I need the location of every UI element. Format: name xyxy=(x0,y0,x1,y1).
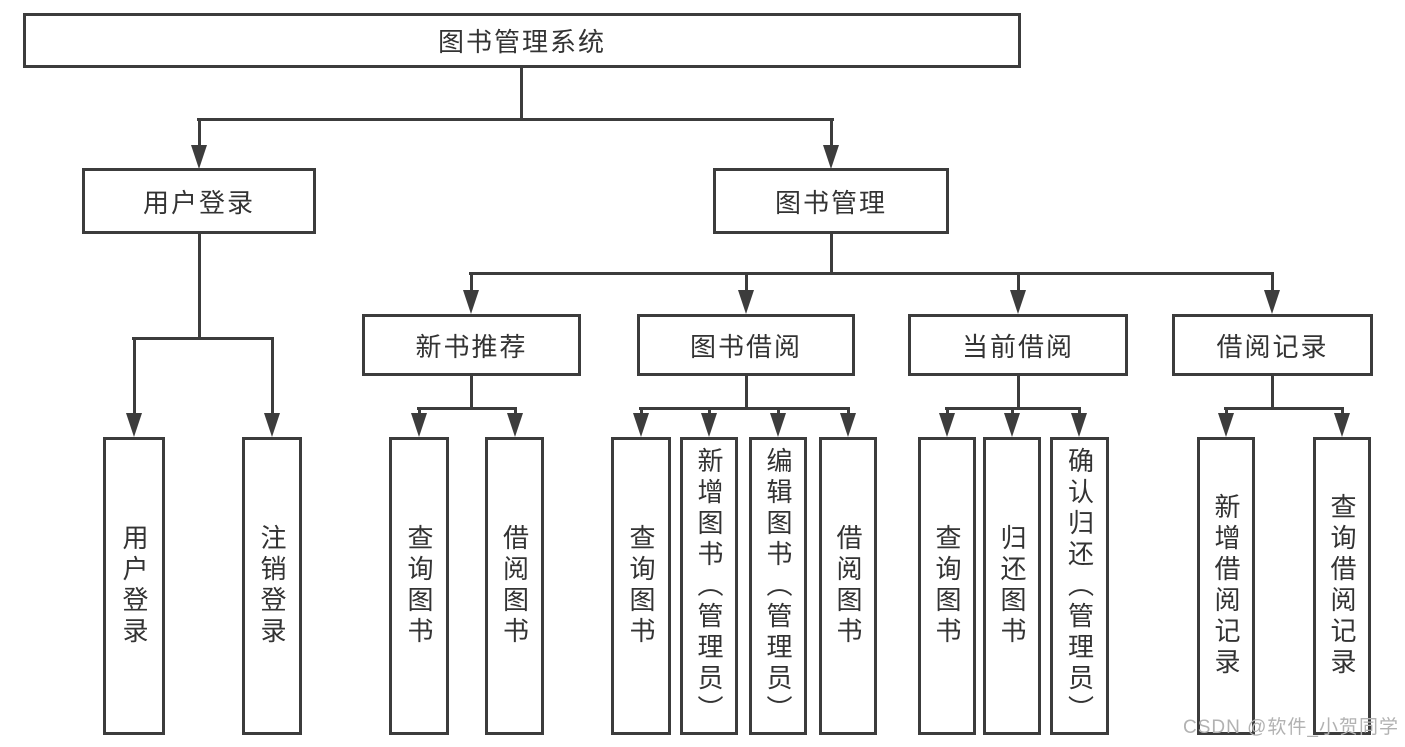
connector-drop-leaf-borrow-books-2 xyxy=(847,407,850,417)
arrowhead-to-leaf-borrow-books-1 xyxy=(507,413,523,437)
node-book-borrowing: 图书借阅 xyxy=(637,314,855,376)
connector-drop-leaf-borrow-books-1 xyxy=(514,407,517,417)
leaf-label: 用户登录 xyxy=(119,524,149,648)
leaf-borrow-books-2: 借阅图书 xyxy=(819,437,877,735)
node-label: 当前借阅 xyxy=(961,331,1074,362)
connector-user-login-split xyxy=(132,337,274,340)
leaf-label: 查询图书 xyxy=(404,524,434,648)
node-new-book-recommend: 新书推荐 xyxy=(362,314,581,376)
connector-drop-current-borrowing xyxy=(1017,272,1020,293)
node-user-login: 用户登录 xyxy=(82,168,316,234)
arrowhead-to-leaf-query-books-2 xyxy=(633,413,649,437)
connector-drop-leaf-query-books-1 xyxy=(418,407,421,417)
connector-drop-book-management xyxy=(830,118,833,148)
node-book-management-system: 图书管理系统 xyxy=(23,13,1021,68)
leaf-label: 归还图书 xyxy=(997,524,1027,648)
node-label: 图书管理系统 xyxy=(437,27,606,57)
connector-user-login-stub xyxy=(198,234,201,337)
connector-drop-leaf-query-books-3 xyxy=(946,407,949,417)
connector-drop-leaf-query-books-2 xyxy=(640,407,643,417)
connector-new-book-recommend-split xyxy=(417,407,517,410)
leaf-label: 确认归还（管理员） xyxy=(1064,446,1095,726)
connector-level1-horizontal xyxy=(197,118,834,121)
leaf-label: 新增图书（管理员） xyxy=(694,446,724,726)
arrowhead-to-leaf-query-borrow-record xyxy=(1334,413,1350,437)
leaf-query-books-3: 查询图书 xyxy=(918,437,976,735)
leaf-label: 查询图书 xyxy=(626,524,656,648)
connector-drop-leaf-query-borrow-record xyxy=(1341,407,1344,417)
watermark-text: CSDN @软件_小贺同学 xyxy=(1183,717,1399,738)
arrowhead-to-leaf-logout xyxy=(264,413,280,437)
connector-drop-leaf-add-borrow-record xyxy=(1225,407,1228,417)
node-label: 图书管理 xyxy=(774,187,887,218)
connector-drop-leaf-user-login xyxy=(133,337,136,415)
connector-new-book-recommend-stub xyxy=(470,376,473,407)
connector-borrowing-records-split xyxy=(1224,407,1344,410)
leaf-label: 借阅图书 xyxy=(833,524,863,648)
leaf-confirm-return-admin: 确认归还（管理员） xyxy=(1050,437,1109,735)
connector-drop-leaf-return-books xyxy=(1011,407,1014,417)
arrowhead-to-user-login xyxy=(191,145,207,169)
leaf-add-borrow-record: 新增借阅记录 xyxy=(1197,437,1255,735)
connector-drop-leaf-add-book xyxy=(708,407,711,417)
node-label: 用户登录 xyxy=(142,187,255,218)
connector-book-management-stub xyxy=(830,234,833,272)
connector-level3-horizontal xyxy=(469,272,1274,275)
arrowhead-to-leaf-edit-book xyxy=(770,413,786,437)
leaf-logout: 注销登录 xyxy=(242,437,302,735)
leaf-add-book-admin: 新增图书（管理员） xyxy=(680,437,738,735)
leaf-query-books-1: 查询图书 xyxy=(389,437,449,735)
connector-drop-borrowing-records xyxy=(1271,272,1274,293)
arrowhead-to-leaf-confirm-return xyxy=(1071,413,1087,437)
arrowhead-to-book-management xyxy=(823,145,839,169)
connector-drop-leaf-edit-book xyxy=(777,407,780,417)
arrowhead-to-leaf-add-borrow-record xyxy=(1218,413,1234,437)
arrowhead-to-leaf-query-books-1 xyxy=(411,413,427,437)
arrowhead-to-leaf-user-login xyxy=(126,413,142,437)
node-borrowing-records: 借阅记录 xyxy=(1172,314,1373,376)
leaf-query-borrow-record: 查询借阅记录 xyxy=(1313,437,1371,735)
leaf-label: 新增借阅记录 xyxy=(1211,493,1241,679)
leaf-user-login: 用户登录 xyxy=(103,437,165,735)
arrowhead-to-leaf-borrow-books-2 xyxy=(840,413,856,437)
leaf-label: 查询借阅记录 xyxy=(1327,493,1357,679)
node-label: 图书借阅 xyxy=(689,331,802,362)
leaf-label: 编辑图书（管理员） xyxy=(763,446,793,726)
node-label: 新书推荐 xyxy=(415,331,528,362)
node-label: 借阅记录 xyxy=(1216,331,1329,362)
arrowhead-to-book-borrowing xyxy=(738,290,754,314)
arrowhead-to-leaf-return-books xyxy=(1004,413,1020,437)
connector-book-borrowing-split xyxy=(639,407,850,410)
node-current-borrowing: 当前借阅 xyxy=(908,314,1128,376)
arrowhead-to-leaf-add-book xyxy=(701,413,717,437)
connector-drop-leaf-confirm-return xyxy=(1078,407,1081,417)
node-book-management: 图书管理 xyxy=(713,168,949,234)
leaf-edit-book-admin: 编辑图书（管理员） xyxy=(749,437,807,735)
arrowhead-to-leaf-query-books-3 xyxy=(939,413,955,437)
connector-drop-user-login xyxy=(198,118,201,148)
leaf-label: 查询图书 xyxy=(932,524,962,648)
leaf-label: 借阅图书 xyxy=(499,524,530,648)
connector-borrowing-records-stub xyxy=(1271,376,1274,407)
leaf-borrow-books-1: 借阅图书 xyxy=(485,437,544,735)
connector-root-stub xyxy=(520,68,523,118)
connector-current-borrowing-stub xyxy=(1017,376,1020,407)
arrowhead-to-new-book-recommend xyxy=(463,290,479,314)
connector-book-borrowing-stub xyxy=(745,376,748,407)
connector-drop-book-borrowing xyxy=(745,272,748,293)
leaf-return-books: 归还图书 xyxy=(983,437,1041,735)
leaf-query-books-2: 查询图书 xyxy=(611,437,671,735)
leaf-label: 注销登录 xyxy=(257,524,287,648)
arrowhead-to-borrowing-records xyxy=(1264,290,1280,314)
arrowhead-to-current-borrowing xyxy=(1010,290,1026,314)
connector-drop-leaf-logout xyxy=(271,337,274,415)
connector-drop-new-book-recommend xyxy=(470,272,473,293)
